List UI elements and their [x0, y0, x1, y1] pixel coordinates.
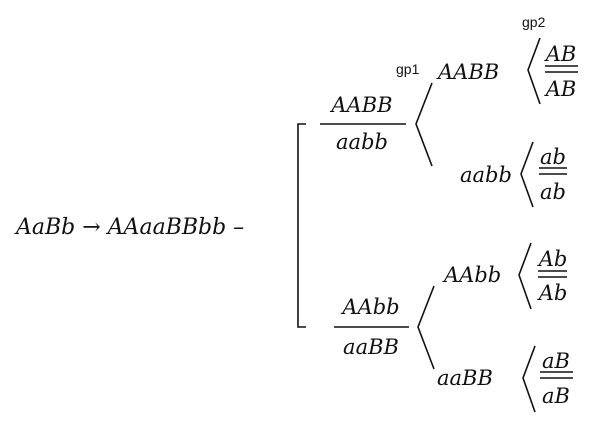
- branch-2-parent: AAbb aaBB: [334, 295, 409, 359]
- branch-1-child-1-gamete-denominator: AB: [544, 77, 577, 101]
- branch-1-child-2-gamete-numerator: ab: [540, 145, 566, 169]
- branch-1-child-2: aabb ab ab: [460, 141, 567, 208]
- branch-1-parent-numerator: AABB: [329, 93, 392, 117]
- branch-2-split-bracket: [417, 285, 435, 370]
- branch-1-child-2-bracket: [520, 141, 534, 208]
- branch-1-parent-denominator: aabb: [336, 130, 388, 154]
- branch-1-parent: AABB aabb: [320, 93, 406, 154]
- gp2-label: gp2: [522, 14, 546, 30]
- branch-1-child-1: AABB AB AB: [436, 37, 578, 105]
- branch-2-child-2-gamete-numerator: aB: [542, 349, 570, 373]
- branch-1-child-1-gamete-numerator: AB: [544, 42, 577, 66]
- branch-2-parent-numerator: AAbb: [340, 295, 399, 319]
- branch-1-child-2-gamete-denominator: ab: [540, 180, 566, 204]
- start-expression: AaBb → AAaaBBbb –: [14, 215, 244, 240]
- branch-2-child-2: aaBB aB aB: [437, 345, 573, 413]
- branch-1-child-1-genotype: AABB: [436, 60, 499, 84]
- branch-1-child-1-bracket: [527, 37, 541, 105]
- main-bracket: [297, 123, 306, 328]
- branch-2-child-1-gamete-numerator: Ab: [537, 247, 568, 271]
- branch-2-child-1-gamete-denominator: Ab: [537, 281, 568, 305]
- branch-1-child-2-genotype: aabb: [460, 163, 512, 187]
- branch-2-child-2-gamete-denominator: aB: [542, 384, 570, 408]
- branch-2-child-1-bracket: [518, 242, 532, 310]
- gp1-label: gp1: [396, 61, 420, 77]
- branch-2-parent-denominator: aaBB: [343, 335, 399, 359]
- branch-2-child-2-genotype: aaBB: [437, 366, 493, 390]
- branch-2-child-2-bracket: [522, 345, 536, 413]
- branch-1-split-bracket: [415, 82, 433, 167]
- branch-2-child-1-genotype: AAbb: [442, 263, 501, 287]
- branch-2-child-1: AAbb Ab Ab: [442, 242, 568, 310]
